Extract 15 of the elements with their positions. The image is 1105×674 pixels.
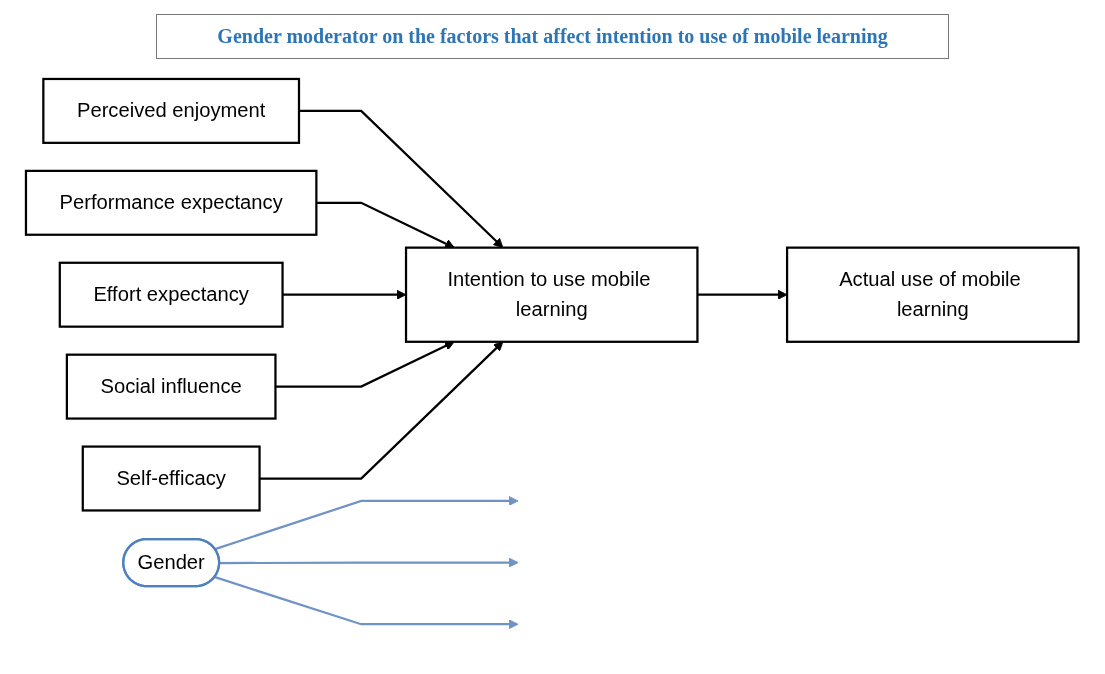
- diagram-title: Gender moderator on the factors that affect intention to use of mobile learning: [156, 14, 949, 59]
- node-box: Performance expectancy: [25, 169, 318, 236]
- arrow: [219, 557, 519, 568]
- node-box: Intention to use mobile learning: [405, 246, 699, 343]
- arrow: [214, 496, 519, 551]
- node-box: Self-efficacy: [81, 445, 261, 512]
- node-box: Social influence: [66, 353, 277, 420]
- node-box: Perceived enjoyment: [42, 77, 301, 144]
- arrow: [282, 289, 407, 300]
- node-box: Effort expectancy: [58, 261, 284, 328]
- arrow: [259, 341, 504, 480]
- arrow: [214, 576, 519, 630]
- arrow: [697, 289, 788, 300]
- arrow: [275, 341, 455, 388]
- node-box: Actual use of mobile learning: [786, 246, 1080, 343]
